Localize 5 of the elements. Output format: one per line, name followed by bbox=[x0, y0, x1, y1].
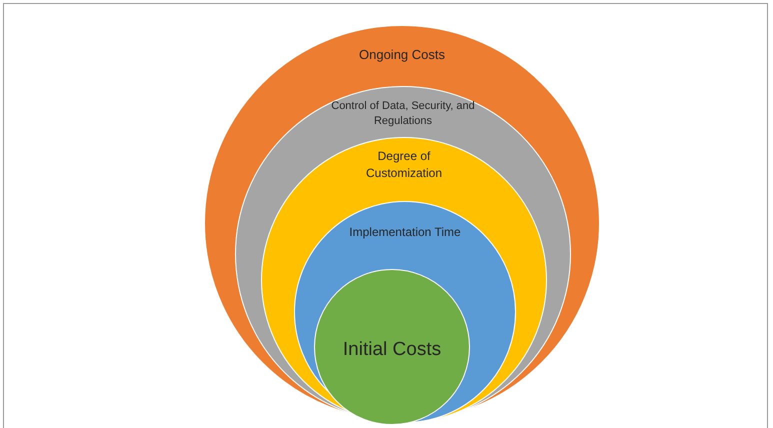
circle-label: Initial Costs bbox=[342, 338, 442, 362]
circle-label: Degree of Customization bbox=[364, 148, 444, 182]
circle-label: Implementation Time bbox=[348, 224, 462, 241]
circle-label: Control of Data, Security, and Regulations bbox=[330, 99, 476, 129]
circle-label: Ongoing Costs bbox=[358, 46, 446, 64]
